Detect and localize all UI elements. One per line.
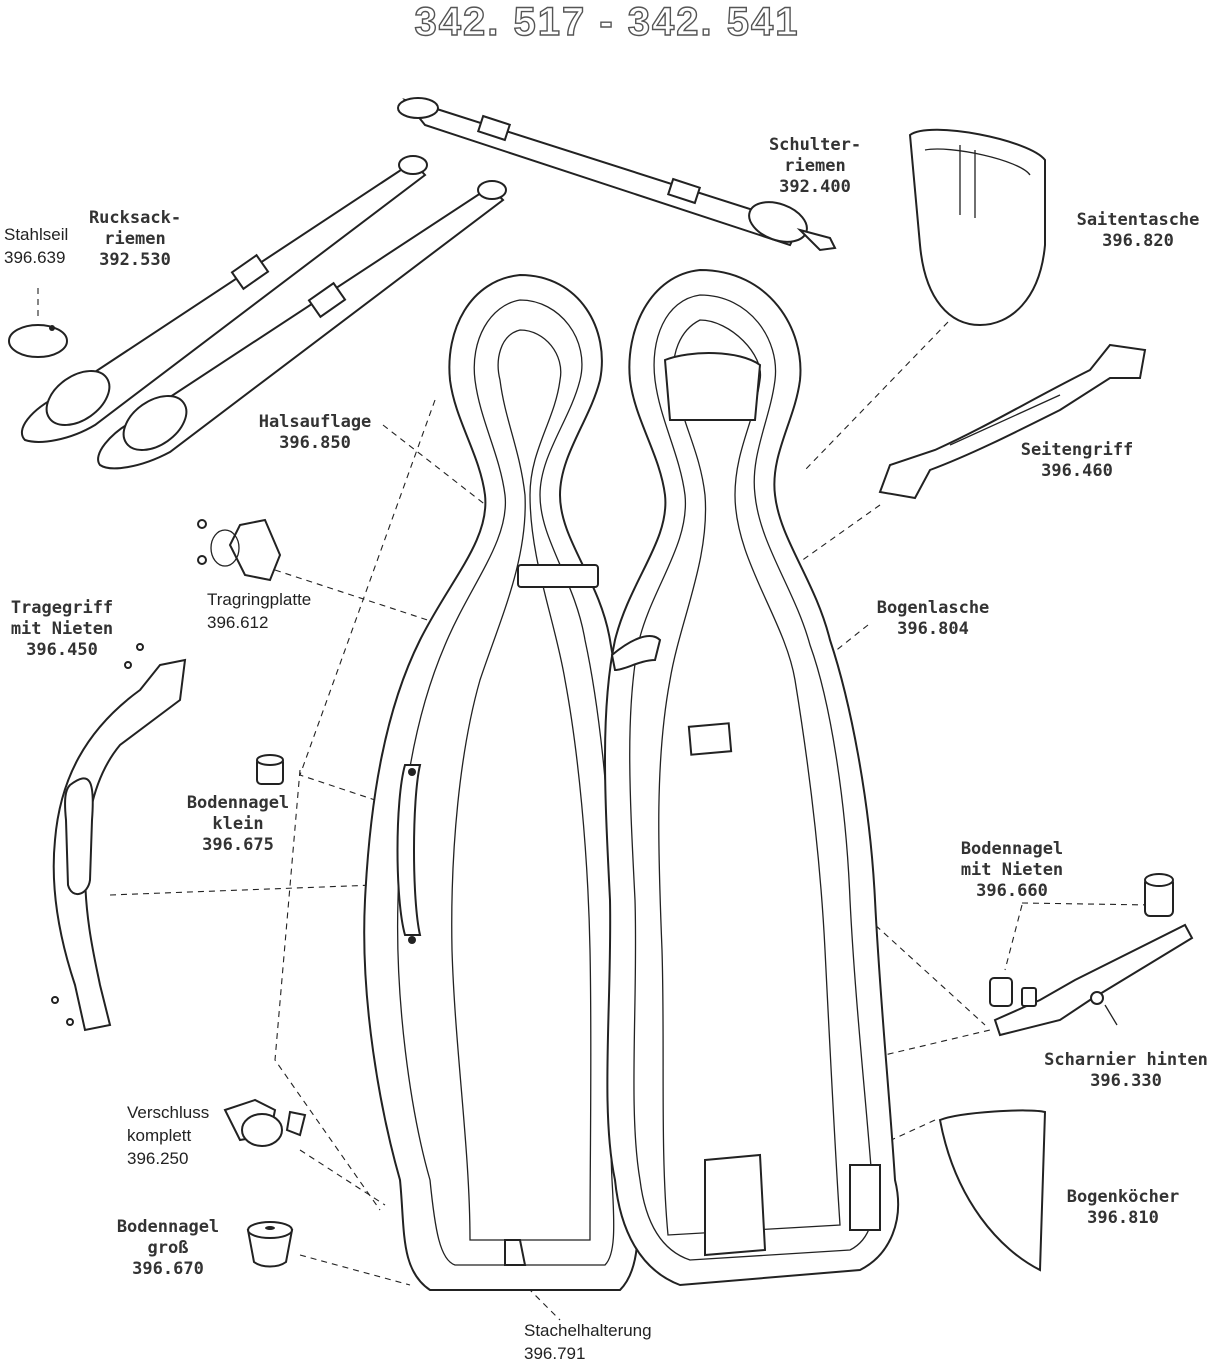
label-bogenkoecher: Bogenköcher 396.810 [1058,1187,1188,1229]
label-line1: Schulter- [768,135,862,155]
label-code: 396.612 [207,613,269,632]
label-scharnier: Scharnier hinten 396.330 [1040,1050,1212,1092]
label-seitengriff: Seitengriff 396.460 [1012,440,1142,482]
label-verschluss: Verschluss komplett 396.250 [127,1101,209,1170]
label-saitentasche: Saitentasche 396.820 [1068,210,1208,252]
label-name: Bogenköcher [1066,1187,1180,1207]
rear-hinge [989,923,1194,1037]
label-line2: groß [147,1238,189,1258]
label-name: Stachelhalterung [524,1321,652,1340]
label-code: 396.810 [1087,1208,1159,1228]
label-code: 396.850 [279,433,351,453]
label-code: 396.675 [202,835,274,855]
label-code: 396.670 [132,1259,204,1279]
label-schulterriemen: Schulter- riemen 392.400 [760,135,870,198]
label-bodennagel-nieten: Bodennagel mit Nieten 396.660 [952,839,1072,902]
label-line1: Tragegriff [10,598,114,618]
label-line1: Bodennagel [960,839,1064,859]
label-line1: Verschluss [127,1103,210,1122]
label-line2: klein [212,814,264,834]
label-line2: mit Nieten [960,860,1064,880]
label-name: Tragringplatte [207,590,312,609]
steel-cable-ring [8,324,68,358]
label-line2: riemen [784,156,846,176]
label-name: Bogenlasche [876,598,990,618]
label-tragegriff: Tragegriff mit Nieten 396.450 [2,598,122,661]
label-code: 396.660 [976,881,1048,901]
label-bogenlasche: Bogenlasche 396.804 [868,598,998,640]
label-code: 396.820 [1102,231,1174,251]
label-code: 396.791 [524,1344,586,1363]
label-name: Seitengriff [1020,440,1134,460]
page-title: 342. 517 - 342. 541 [414,0,800,45]
label-bodennagel-gross: Bodennagel groß 396.670 [108,1217,228,1280]
label-name: Halsauflage [258,412,372,432]
label-name: Stahlseil [4,225,69,244]
label-code: 396.639 [4,248,66,267]
ring-plate [197,518,282,582]
label-code: 396.330 [1090,1071,1162,1091]
shoulder-strap [397,97,837,252]
label-code: 392.530 [99,250,171,270]
label-halsauflage: Halsauflage 396.850 [250,412,380,454]
label-code: 396.450 [26,640,98,660]
label-line2: mit Nieten [10,619,114,639]
label-code: 392.400 [779,177,851,197]
complete-latch [223,1098,307,1147]
side-handle [878,343,1147,500]
label-name: Saitentasche [1076,210,1200,230]
label-line2: riemen [104,229,166,249]
label-rucksackriemen: Rucksack- riemen 392.530 [85,208,185,271]
label-stahlseil: Stahlseil 396.639 [4,223,68,269]
bow-quiver [938,1109,1047,1272]
string-pouch [908,128,1046,327]
label-name: Scharnier hinten [1044,1050,1208,1070]
label-line1: Rucksack- [88,208,182,228]
bottom-pin-with-rivets [1144,873,1174,917]
label-line1: Bodennagel [116,1217,220,1237]
label-line1: Bodennagel [186,793,290,813]
cello-case [363,268,900,1291]
label-stachelhalterung: Stachelhalterung 396.791 [524,1319,652,1365]
large-bottom-pin [246,1221,294,1268]
carrying-handle [51,643,187,1032]
label-code: 396.804 [897,619,969,639]
label-line2: komplett [127,1126,192,1145]
label-bodennagel-klein: Bodennagel klein 396.675 [178,793,298,856]
label-code: 396.250 [127,1149,189,1168]
label-tragringplatte: Tragringplatte 396.612 [207,588,311,634]
label-code: 396.460 [1041,461,1113,481]
small-bottom-pin [256,754,284,785]
backpack-straps [20,155,507,470]
